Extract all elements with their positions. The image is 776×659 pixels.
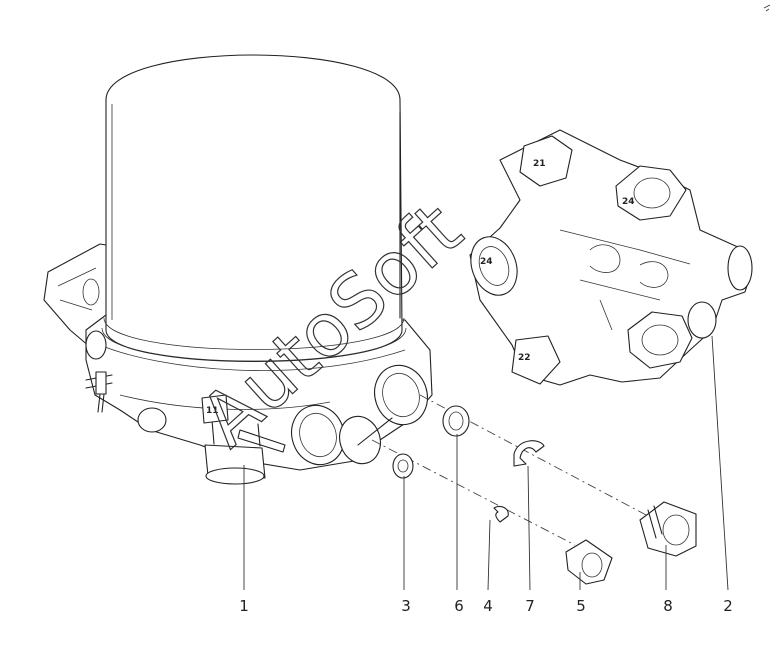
port-mark-22-bottom: 22 xyxy=(518,353,531,363)
part-7-clip xyxy=(513,440,545,467)
port-mark-21-top: 21 xyxy=(533,159,546,169)
callout-3: 3 xyxy=(401,597,411,615)
callout-4: 4 xyxy=(483,597,493,615)
corner-mark xyxy=(763,4,771,12)
part-8-plug xyxy=(639,501,697,557)
part-4-clip xyxy=(493,505,509,523)
part-3-nut xyxy=(392,453,414,479)
air-dryer-assembly: 11 xyxy=(43,54,433,485)
callout-8: 8 xyxy=(663,597,673,615)
callout-6: 6 xyxy=(454,597,464,615)
port-mark-24-right: 24 xyxy=(622,197,635,207)
four-circuit-valve: 21 24 24 22 xyxy=(469,129,753,386)
callout-2: 2 xyxy=(723,597,733,615)
callout-1: 1 xyxy=(239,597,249,615)
port-mark-11: 11 xyxy=(206,406,219,416)
callout-7: 7 xyxy=(525,597,535,615)
part-5-plug xyxy=(565,539,613,585)
callout-5: 5 xyxy=(576,597,586,615)
part-6-nut xyxy=(442,405,470,437)
port-mark-24-left: 24 xyxy=(480,257,493,267)
